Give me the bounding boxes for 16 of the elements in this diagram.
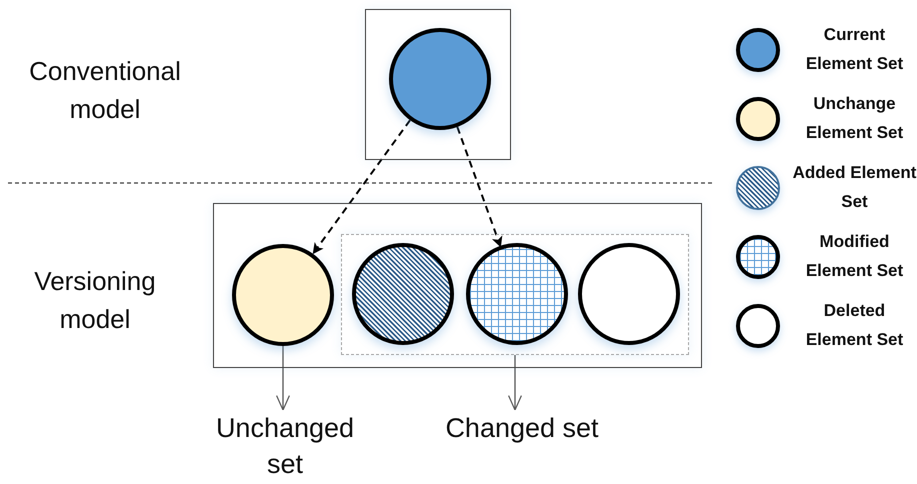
arrow bbox=[508, 355, 522, 411]
set-caption: Unchanged set bbox=[200, 410, 370, 482]
arrow bbox=[312, 120, 411, 254]
legend-label: Modified Element Set bbox=[804, 231, 904, 282]
legend-label: Current Element Set bbox=[804, 24, 904, 75]
legend-label: Deleted Element Set bbox=[804, 300, 904, 351]
legend-label: Added Element Set bbox=[792, 162, 917, 213]
arrow bbox=[276, 346, 290, 411]
row-label: Conventional model bbox=[28, 55, 182, 126]
group-frame bbox=[340, 234, 689, 355]
model-frame bbox=[213, 203, 702, 368]
set-caption: Changed set bbox=[437, 410, 607, 482]
row-label: Versioning model bbox=[33, 265, 157, 336]
arrow bbox=[456, 126, 502, 248]
legend-label: Unchange Element Set bbox=[804, 93, 904, 144]
model-frame bbox=[365, 9, 511, 160]
